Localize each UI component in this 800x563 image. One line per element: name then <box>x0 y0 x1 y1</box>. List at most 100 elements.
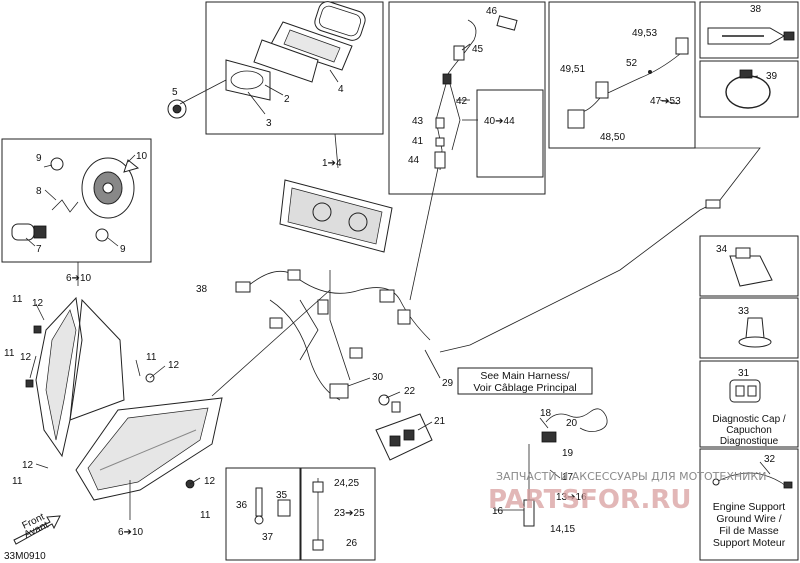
sensor-parts-box <box>225 467 301 561</box>
callout-35: 35 <box>276 490 288 501</box>
harness-detail-box <box>388 1 546 195</box>
temp-sensor-box <box>300 467 376 561</box>
callout-11a: 11 <box>12 294 23 305</box>
callout-46: 46 <box>486 6 498 17</box>
callout-6-10-bottom: 6➔10 <box>118 527 144 538</box>
gauge-lens <box>253 39 319 83</box>
callout-40-44: 40➔44 <box>484 116 515 127</box>
callout-34: 34 <box>716 244 728 255</box>
callout-17: 17 <box>562 472 574 483</box>
front-arrow-icon <box>13 515 61 545</box>
callout-29: 29 <box>442 378 454 389</box>
drawing-code: 33M0910 <box>4 551 46 562</box>
rivet-33 <box>738 317 772 348</box>
callout-12c: 12 <box>168 360 180 371</box>
callout-49-53: 49,53 <box>632 28 657 39</box>
callout-9a: 9 <box>36 153 42 164</box>
diagnostic-cap-caption-1: Diagnostic Cap / <box>712 414 786 425</box>
right-headlamp <box>75 373 223 501</box>
sensor-harness-box <box>548 1 696 149</box>
rivet-33-box <box>699 297 799 359</box>
callout-21: 21 <box>434 416 446 427</box>
headlamp-bulb-box <box>1 138 152 263</box>
watermark-logo: PARTSFOR.RU <box>488 485 691 515</box>
harness-connector-parts <box>434 15 518 171</box>
wiring-harness <box>235 269 431 401</box>
ground-wire-box <box>699 448 799 561</box>
callout-11b: 11 <box>4 348 15 359</box>
ground-wire-part <box>712 472 793 489</box>
relay-module <box>375 394 433 461</box>
diagnostic-cap-part <box>729 379 761 403</box>
callout-49-51: 49,51 <box>560 64 585 75</box>
callout-20: 20 <box>566 418 578 429</box>
left-headlamp <box>25 296 125 458</box>
callout-16: 16 <box>492 506 504 517</box>
callout-7: 7 <box>36 244 42 255</box>
callout-18: 18 <box>540 408 552 419</box>
callout-45: 45 <box>472 44 484 55</box>
clip-34-box <box>699 235 799 297</box>
ground-wire-caption-1: Engine Support <box>713 501 785 513</box>
callout-19: 19 <box>562 448 574 459</box>
main-harness-caption-1: See Main Harness/ <box>480 370 569 382</box>
callout-12e: 12 <box>204 476 216 487</box>
harness-connector <box>705 199 721 209</box>
strap-box <box>699 60 799 118</box>
callout-2: 2 <box>284 94 290 105</box>
grease-tube-box <box>699 1 799 59</box>
ground-wire-caption-2: Ground Wire / <box>716 513 781 525</box>
callout-14-15: 14,15 <box>550 524 575 535</box>
callout-12d: 12 <box>22 460 34 471</box>
callout-31: 31 <box>738 368 750 379</box>
grease-tube <box>707 27 795 45</box>
clip-34 <box>729 247 773 287</box>
callout-13-16: 13➔16 <box>556 492 587 503</box>
callout-22: 22 <box>404 386 416 397</box>
callout-11d: 11 <box>12 476 23 487</box>
callout-6-10-top: 6➔10 <box>66 273 92 284</box>
callout-10: 10 <box>136 151 148 162</box>
cable-strap <box>725 69 771 109</box>
callout-42: 42 <box>456 96 468 107</box>
gauge-seal <box>314 1 366 41</box>
callout-52: 52 <box>626 58 638 69</box>
connector-subgroup-box <box>476 89 544 178</box>
gauge-cluster-parts <box>167 1 366 119</box>
callout-12b: 12 <box>20 352 32 363</box>
callout-33: 33 <box>738 306 750 317</box>
callout-23-25: 23➔25 <box>334 508 365 519</box>
callout-9b: 9 <box>120 244 126 255</box>
coil-cable <box>523 408 608 527</box>
headlamp-bulb-parts <box>11 157 140 242</box>
callout-5: 5 <box>172 87 178 98</box>
callout-48-50: 48,50 <box>600 132 625 143</box>
callout-30: 30 <box>372 372 384 383</box>
sensor-small-parts <box>254 478 324 551</box>
ground-wire-caption-3: Fil de Masse <box>719 525 779 537</box>
callout-11c: 11 <box>146 352 157 363</box>
gauge-detail-box <box>205 1 384 135</box>
ground-wire-caption-4: Support Moteur <box>713 537 786 549</box>
diagnostic-cap-box <box>699 360 799 448</box>
diagnostic-cap-caption-3: Diagnostique <box>720 436 779 447</box>
callout-4: 4 <box>338 84 344 95</box>
main-harness-caption-box <box>457 367 593 395</box>
diagnostic-cap-caption-2: Capuchon <box>726 425 772 436</box>
callout-1-4: 1➔4 <box>322 158 342 169</box>
sensor-harness <box>567 37 689 129</box>
callout-12a: 12 <box>32 298 44 309</box>
callout-3: 3 <box>266 118 272 129</box>
callout-38-top: 38 <box>750 4 762 15</box>
callout-44: 44 <box>408 155 420 166</box>
callout-38-mid: 38 <box>196 284 208 295</box>
callout-26: 26 <box>346 538 358 549</box>
callout-32: 32 <box>764 454 776 465</box>
main-harness-caption-2: Voir Câblage Principal <box>473 382 576 394</box>
watermark-text: ЗАПЧАСТИ И АКСЕССУАРЫ ДЛЯ МОТОТЕХНИКИ <box>496 470 766 483</box>
gauge-assembly <box>279 179 393 253</box>
callout-47-53: 47➔53 <box>650 96 681 107</box>
callout-8: 8 <box>36 186 42 197</box>
callout-41: 41 <box>412 136 424 147</box>
